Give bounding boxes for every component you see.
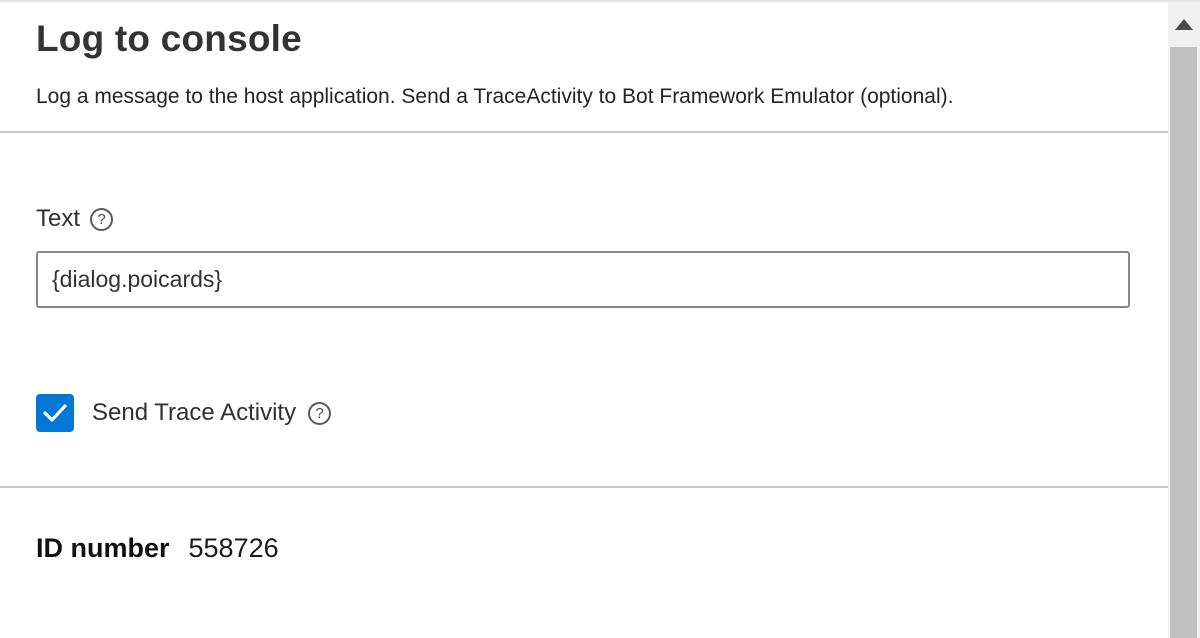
panel-header: Log to console Log a message to the host…	[0, 18, 1200, 110]
checkmark-icon	[42, 402, 68, 424]
help-icon[interactable]: ?	[308, 401, 332, 425]
form-section: Text ? Send Trace Activity ?	[0, 205, 1200, 432]
checkbox-label: Send Trace Activity	[92, 399, 297, 426]
checkbox-checked[interactable]	[36, 394, 74, 432]
id-number-value: 558726	[188, 533, 279, 563]
help-icon[interactable]: ?	[90, 207, 114, 231]
text-field-label-row: Text ?	[36, 205, 1110, 233]
vertical-scrollbar[interactable]	[1168, 2, 1200, 638]
text-input[interactable]	[36, 251, 1130, 308]
page-description: Log a message to the host application. S…	[36, 85, 954, 108]
footer-divider	[0, 486, 1168, 488]
scroll-up-arrow-icon	[1175, 18, 1193, 30]
question-mark-glyph: ?	[315, 404, 324, 422]
header-divider	[0, 131, 1168, 133]
scrollbar-thumb[interactable]	[1170, 47, 1197, 638]
id-number-label: ID number	[36, 533, 170, 563]
send-trace-activity-checkbox-row[interactable]: Send Trace Activity ?	[36, 394, 1110, 432]
scroll-up-button[interactable]	[1168, 2, 1200, 46]
id-number-row: ID number 558726	[36, 532, 1110, 564]
text-field-label: Text	[36, 205, 81, 232]
question-mark-glyph: ?	[97, 210, 106, 228]
panel-footer: ID number 558726	[0, 532, 1200, 564]
page-title: Log to console	[36, 18, 302, 59]
